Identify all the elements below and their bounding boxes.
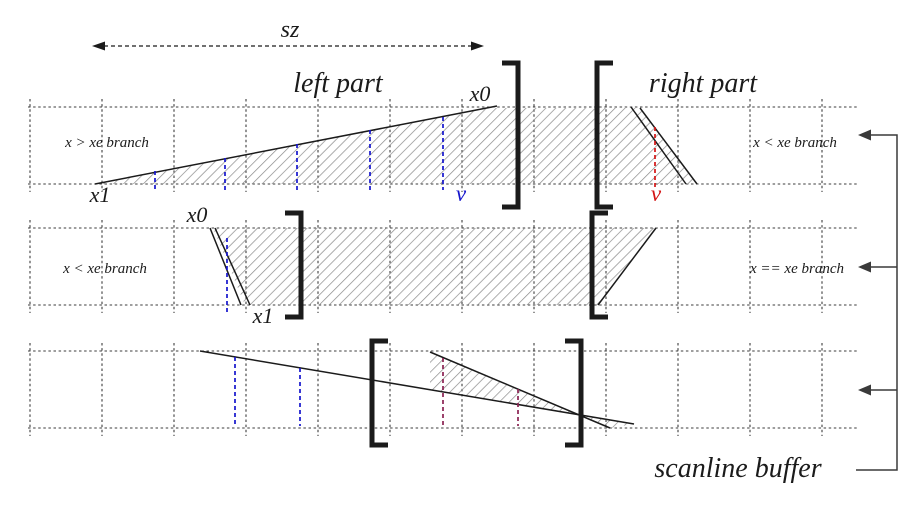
row3-span bbox=[199, 338, 635, 448]
connector-arrowhead-row2 bbox=[858, 261, 871, 273]
row3-long-edge bbox=[199, 350, 635, 425]
connector-arrowhead-row3 bbox=[858, 384, 871, 396]
size-arrow-right-head bbox=[471, 41, 484, 51]
row2-left-edge bbox=[209, 227, 242, 306]
row3-close-bracket bbox=[565, 338, 584, 448]
row1-branch-left-label: x > xe branch bbox=[64, 135, 149, 151]
row2-close-bracket bbox=[285, 210, 304, 320]
left-part-label: left part bbox=[293, 68, 384, 99]
size-label: sz bbox=[281, 17, 300, 43]
row1-branch-right-label: x < xe branch bbox=[752, 135, 837, 151]
buffer-connector bbox=[856, 129, 898, 471]
row1-span bbox=[94, 60, 698, 210]
row2-x1-label: x1 bbox=[252, 303, 274, 328]
row2-span-hatch bbox=[213, 228, 656, 305]
row2-right-edge bbox=[597, 227, 657, 306]
row1-blue-pixel-marks bbox=[154, 117, 444, 190]
row2-span bbox=[209, 210, 657, 320]
row2-left-edge-2 bbox=[214, 227, 251, 306]
row1-right-edge-2 bbox=[630, 106, 687, 185]
row3-blue-pixel-marks bbox=[234, 357, 301, 426]
row2-x0-label: x0 bbox=[186, 202, 208, 227]
size-arrow-left-head bbox=[92, 41, 105, 51]
row1-v-blue-label: v bbox=[456, 181, 467, 206]
row1-x1-label: x1 bbox=[89, 182, 111, 207]
scanline-buffer-label: scanline buffer bbox=[654, 453, 821, 484]
row2-branch-left-label: x < xe branch bbox=[62, 261, 147, 277]
row1-hypotenuse-edge bbox=[94, 105, 498, 185]
size-arrow bbox=[92, 41, 484, 51]
row1-close-bracket bbox=[502, 60, 521, 210]
row3-open-bracket bbox=[369, 338, 388, 448]
labels: sz left part right part x0 x1 x > xe bra… bbox=[62, 17, 844, 484]
row1-span-hatch bbox=[95, 108, 697, 184]
row1-x0-label: x0 bbox=[469, 81, 491, 106]
row3-maroon-pixel-marks bbox=[442, 358, 519, 426]
row3-span-hatch-tip bbox=[578, 415, 634, 428]
connector-arrowhead-row1 bbox=[858, 129, 871, 141]
row2-open-bracket bbox=[589, 210, 608, 320]
row1-right-edge bbox=[639, 107, 698, 185]
right-part-label: right part bbox=[649, 68, 758, 99]
row1-open-bracket bbox=[594, 60, 613, 210]
row1-v-red-label: v bbox=[651, 181, 662, 206]
row2-branch-right-label: x == xe branch bbox=[749, 261, 844, 277]
buffer-connector-line bbox=[856, 134, 898, 471]
